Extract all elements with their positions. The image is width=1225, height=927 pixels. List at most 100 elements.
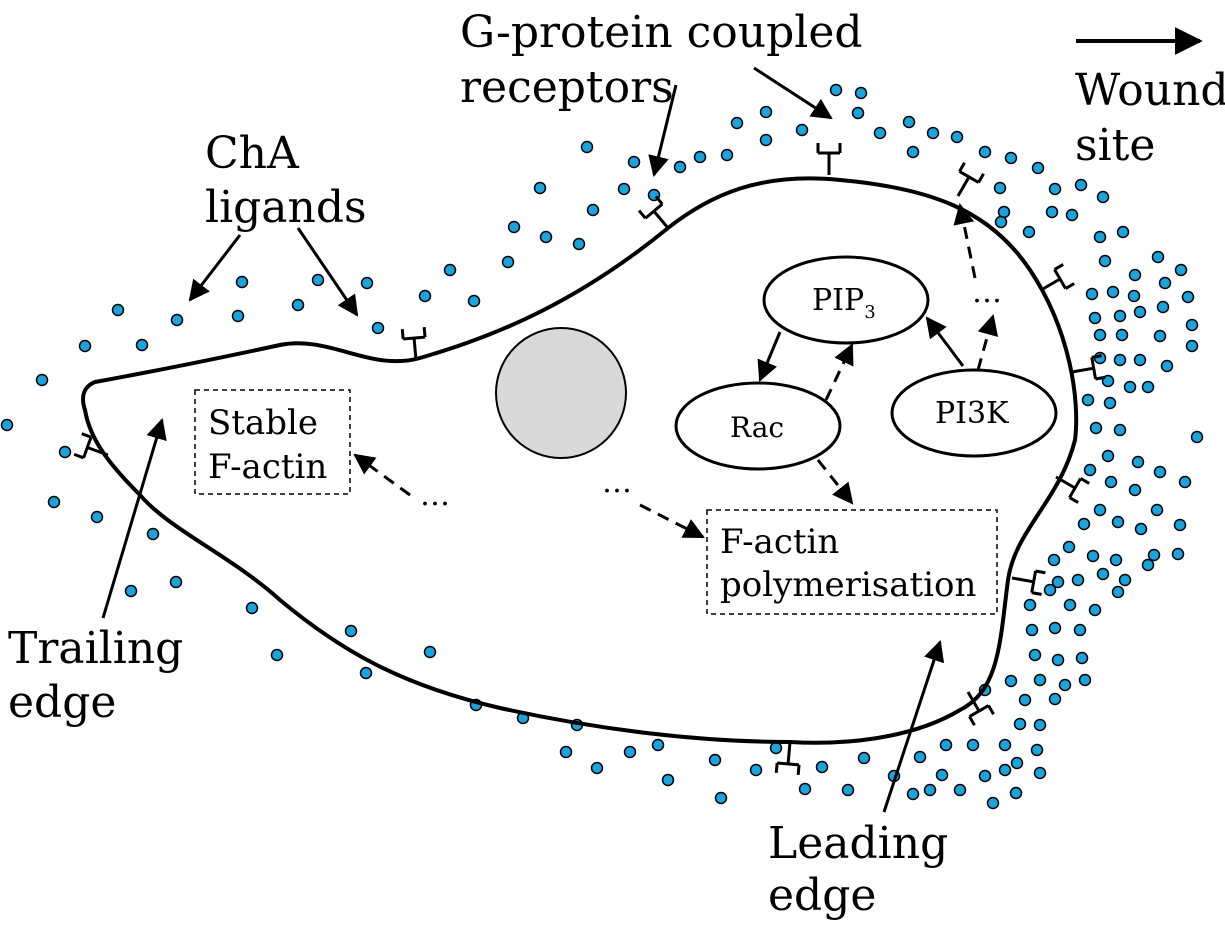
cha-label-line1: ChA [205,128,300,179]
ligand-dot [693,150,707,164]
ligand-dot [1022,225,1036,239]
ligand-dot [533,181,547,195]
ligand-dot [978,145,992,159]
ligand-dot [1173,518,1187,532]
ligand-dot [1111,515,1125,529]
arrow-gpcr-right [753,66,833,120]
ligand-dot [1111,585,1125,599]
ligand-dot [443,263,457,277]
ligand-dot [798,782,812,796]
ligand-dot [1116,225,1130,239]
ligand-dot [1043,583,1057,597]
ligand-dot [539,230,553,244]
gpcr-receptor-shape [1011,569,1046,596]
ligand-dot [950,130,964,144]
stable-factin-line2: F-actin [208,447,327,487]
ligand-dot [1031,161,1045,175]
ligand-dot [769,741,783,755]
ligand-dot [966,738,980,752]
ligand-dot [0,418,14,432]
ligand-dot [572,237,586,251]
arrow-dots-to-factin [639,503,705,539]
ligand-dot [1151,250,1165,264]
cell-membrane [81,176,1079,745]
ligand-dot [291,298,305,312]
arrow-rac-to-pip3 [824,343,854,401]
rac-node [674,381,842,471]
ligand-dot [135,338,149,352]
gpcr-receptor-shape [956,162,985,197]
ligand-dot [1113,423,1127,437]
ligand-dot [423,645,437,659]
ligand-dot [590,761,604,775]
ligand-dot [661,773,675,787]
ligand-dot [1185,339,1199,353]
ligand-dot [673,160,687,174]
ligand-dot [623,745,637,759]
cha-label-line2: ligands [205,182,367,233]
ligand-dot [1048,621,1062,635]
ligand-dot [1083,463,1097,477]
ligand-dot [1048,182,1062,196]
ligand-dot [1025,623,1039,637]
pi3k-node [890,368,1058,458]
ligand-dot [111,303,125,317]
ligand-dot [1071,573,1085,587]
arrow-pi3k-to-dots [976,313,999,371]
ligand-dot [170,313,184,327]
ligand-dot [1133,353,1147,367]
ligand-dot [854,86,868,100]
ligand-dot [795,123,809,137]
ligand-dot [730,116,744,130]
ligand-dot [1075,651,1089,665]
ligand-dot [953,783,967,797]
ligand-dot [1141,380,1155,394]
gpcr-receptor-shape [774,741,801,775]
ligand-dot [1051,653,1065,667]
ligand-dot [1051,575,1065,589]
rac-label: Rac [730,411,784,444]
ligand-dot [1123,380,1137,394]
ellipsis-upper-right: … [972,275,1002,310]
ligand-dot [935,768,949,782]
ligand-dot [714,791,728,805]
ligand-dot [146,527,160,541]
ligand-dot [1178,475,1192,489]
ligand-dot [627,155,641,169]
ligand-dot [923,783,937,797]
ligand-dot [1153,329,1167,343]
stable-factin-line1: Stable [208,403,318,443]
ligand-dot [1147,548,1161,562]
ligand-dot [1115,328,1129,342]
ligand-dot [1088,311,1102,325]
ligand-dot [857,751,871,765]
ligand-dot [90,510,104,524]
ligand-dot [58,445,72,459]
arrow-dots-to-receptor [953,202,977,279]
gpcr-label-line2: receptors [460,62,674,113]
ligand-dot [1013,717,1027,731]
ligand-dot [35,373,49,387]
ligand-dot [1104,475,1118,489]
ellipsis-left: … [420,478,450,513]
ligand-dot [1023,598,1037,612]
ligand-dot [749,763,763,777]
ligand-dot [1074,178,1088,192]
ligand-dot [1033,718,1047,732]
gpcr-receptor [816,143,842,175]
ligand-dot [651,738,665,752]
ligand-dot [1128,483,1142,497]
ligand-dot [371,321,385,335]
factin-polymerisation-line2: polymerisation [720,565,976,605]
ligand-dot [986,796,1000,810]
ligand-dot [913,750,927,764]
ligand-dot [998,738,1012,752]
ligand-dot [998,763,1012,777]
gpcr-receptor-shape [816,143,842,175]
trailing-edge-label-line2: edge [8,677,116,728]
arrow-pi3k-to-pip3 [925,316,965,367]
ligand-dot [124,584,138,598]
ligand-dot [1153,465,1167,479]
